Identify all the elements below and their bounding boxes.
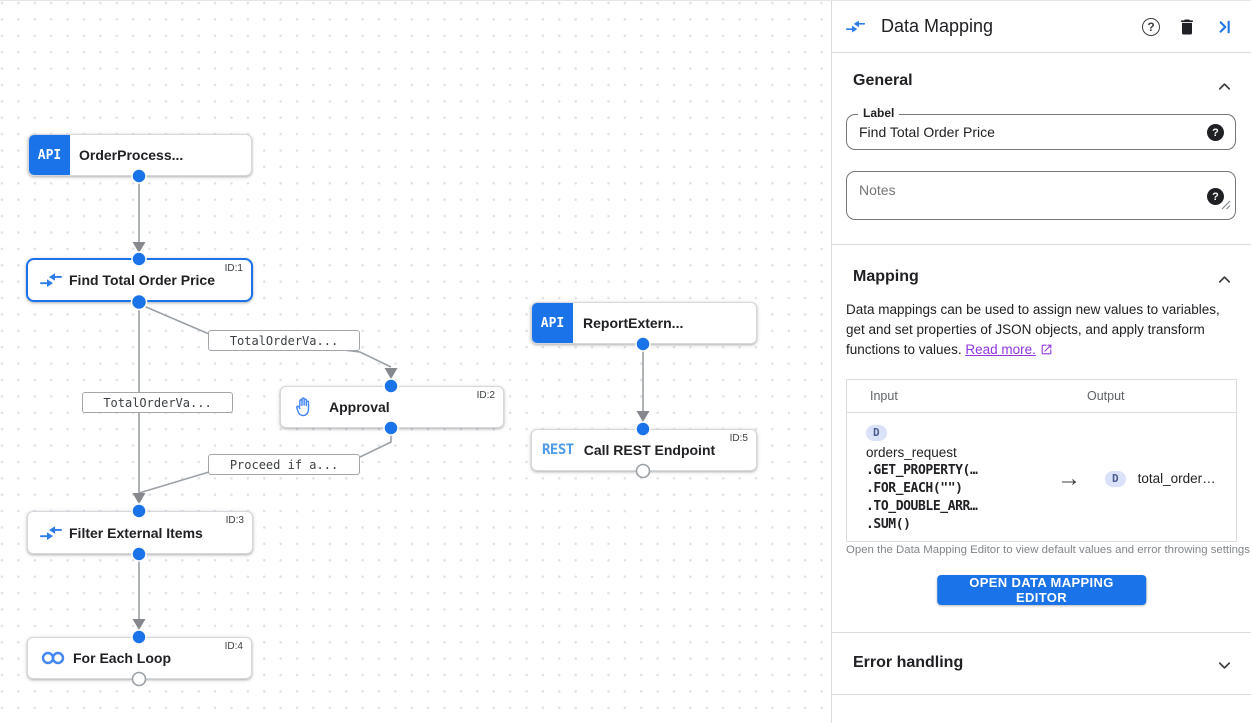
api-trigger-badge: API xyxy=(532,303,573,343)
read-more-link[interactable]: Read more. xyxy=(965,342,1036,357)
mapping-output-cell: D total_order… xyxy=(1105,423,1236,534)
chevron-up-icon xyxy=(1218,83,1231,90)
transform-function: .TO_DOUBLE_ARR… xyxy=(866,499,978,514)
output-column-header: Output xyxy=(1087,389,1125,403)
node-orderprocess-trigger[interactable]: API OrderProcess... xyxy=(28,134,252,176)
help-icon: ? xyxy=(1142,17,1160,36)
connector-layer xyxy=(130,168,651,687)
arrowhead xyxy=(132,619,146,630)
node-id-label: ID:3 xyxy=(225,515,244,526)
panel-title: Data Mapping xyxy=(881,16,994,36)
output-variable-name: total_order… xyxy=(1137,471,1216,486)
node-reportextern-trigger[interactable]: API ReportExtern... xyxy=(531,302,757,344)
node-id-label: ID:2 xyxy=(476,390,495,401)
node-title: Call REST Endpoint xyxy=(583,442,716,458)
workflow-canvas[interactable]: TotalOrderVa... TotalOrderVa... Proceed … xyxy=(0,1,831,723)
arrowhead xyxy=(132,493,146,504)
transform-function: .GET_PROPERTY(… xyxy=(866,463,978,478)
input-variable-name: orders_request xyxy=(866,445,957,460)
node-title: Approval xyxy=(329,399,390,415)
data-mapping-icon xyxy=(40,272,62,288)
datatype-badge: D xyxy=(1105,470,1126,487)
label-field-wrapper: Label ? xyxy=(846,106,1236,150)
notes-help-icon[interactable]: ? xyxy=(1207,188,1224,205)
approval-hand-icon xyxy=(294,396,314,418)
node-approval[interactable]: ID:2 Approval xyxy=(280,386,504,428)
open-data-mapping-editor-button[interactable]: OPEN DATA MAPPING EDITOR xyxy=(936,575,1147,605)
arrowhead xyxy=(636,411,650,422)
collapse-panel-button[interactable] xyxy=(1214,17,1234,37)
edge-label-totalorderva-2[interactable]: TotalOrderVa... xyxy=(82,392,233,413)
mapping-table-header: Input Output xyxy=(847,380,1236,413)
input-column-header: Input xyxy=(870,389,898,403)
edge-label-totalorderva-1[interactable]: TotalOrderVa... xyxy=(208,330,360,351)
edge-label-text: TotalOrderVa... xyxy=(103,395,212,410)
panel-header: Data Mapping ? xyxy=(832,1,1251,53)
notes-field-wrapper: ? xyxy=(846,171,1236,220)
chevron-down-icon xyxy=(1218,662,1231,669)
node-id-label: ID:5 xyxy=(729,433,748,444)
resize-handle-icon[interactable] xyxy=(1221,197,1231,215)
node-title: OrderProcess... xyxy=(79,147,184,163)
api-trigger-badge: API xyxy=(29,135,70,175)
mapping-table-row: D orders_request .GET_PROPERTY(… .FOR_EA… xyxy=(847,413,1236,534)
mapping-preview-table: Input Output D orders_request .GET_PROPE… xyxy=(846,379,1237,542)
delete-task-button[interactable] xyxy=(1177,17,1197,37)
section-divider xyxy=(832,244,1251,245)
edge-label-text: Proceed if a... xyxy=(229,457,339,472)
collapse-general-button[interactable] xyxy=(1215,77,1234,101)
node-title: ReportExtern... xyxy=(583,315,684,331)
section-divider xyxy=(832,632,1251,633)
datatype-badge: D xyxy=(866,425,887,441)
node-id-label: ID:1 xyxy=(224,263,243,274)
collapse-mapping-button[interactable] xyxy=(1215,270,1234,294)
edge-label-proceed-if[interactable]: Proceed if a... xyxy=(208,454,360,475)
section-mapping[interactable]: Mapping xyxy=(853,268,919,285)
rest-task-badge: REST xyxy=(542,442,574,458)
label-input[interactable] xyxy=(847,115,1235,149)
task-config-panel: Data Mapping ? General Label ? xyxy=(831,1,1251,723)
external-link-icon xyxy=(1040,342,1053,362)
help-button[interactable]: ? xyxy=(1142,17,1160,36)
mapping-arrow: → xyxy=(1057,464,1081,492)
node-find-total-order-price[interactable]: ID:1 Find Total Order Price xyxy=(26,258,253,302)
section-error-handling[interactable]: Error handling xyxy=(853,654,964,671)
data-mapping-icon xyxy=(846,19,865,34)
mapping-description: Data mappings can be used to assign new … xyxy=(846,300,1239,362)
arrowhead xyxy=(384,368,398,379)
node-title: For Each Loop xyxy=(73,650,171,666)
label-field-legend: Label xyxy=(858,106,900,120)
label-help-icon[interactable]: ? xyxy=(1207,124,1224,141)
trash-icon xyxy=(1181,19,1193,34)
transform-function: .SUM() xyxy=(866,517,911,532)
node-title: Filter External Items xyxy=(69,524,203,541)
node-for-each-loop[interactable]: ID:4 For Each Loop xyxy=(27,637,252,679)
transform-function: .FOR_EACH("") xyxy=(866,481,963,496)
loop-infinity-icon xyxy=(41,651,65,665)
notes-textarea[interactable] xyxy=(847,172,1235,219)
node-id-label: ID:4 xyxy=(224,641,243,652)
mapping-input-cell: D orders_request .GET_PROPERTY(… .FOR_EA… xyxy=(866,423,1034,534)
mapping-description-text: Data mappings can be used to assign new … xyxy=(846,302,1220,357)
node-filter-external-items[interactable]: ID:3 Filter External Items xyxy=(27,511,253,554)
collapse-right-icon xyxy=(1219,20,1230,33)
section-general[interactable]: General xyxy=(853,72,913,89)
section-divider xyxy=(832,694,1251,695)
node-title: Find Total Order Price xyxy=(69,272,215,288)
node-call-rest-endpoint[interactable]: ID:5 REST Call REST Endpoint xyxy=(531,429,757,471)
editor-hint-text: Open the Data Mapping Editor to view def… xyxy=(846,544,1251,556)
arrowhead xyxy=(132,242,146,253)
edge-layer xyxy=(132,176,650,630)
chevron-up-icon xyxy=(1218,276,1231,283)
edge-label-text: TotalOrderVa... xyxy=(229,333,339,348)
data-mapping-icon xyxy=(40,525,62,541)
expand-error-handling-button[interactable] xyxy=(1215,656,1234,680)
